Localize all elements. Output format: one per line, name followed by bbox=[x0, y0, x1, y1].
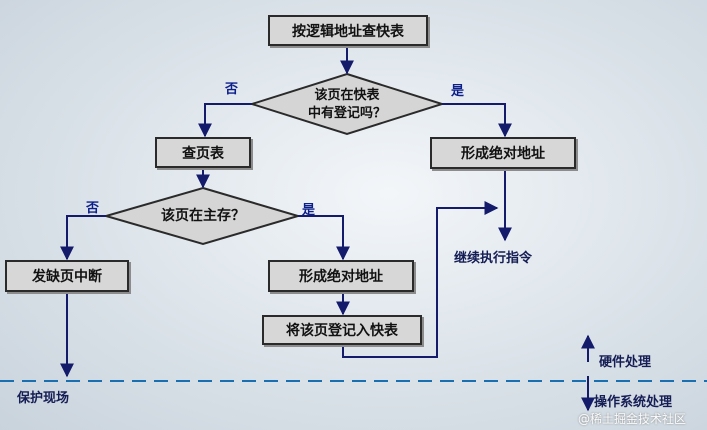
mem-no-label: 否 bbox=[86, 201, 100, 216]
watermark: @稀土掘金技术社区 bbox=[578, 412, 687, 426]
arrow-mem-no bbox=[60, 215, 106, 261]
decision-in-tlb-line2: 中有登记吗？ bbox=[307, 106, 386, 121]
mem-yes-label: 是 bbox=[302, 203, 316, 218]
decision-in-memory: 该页在主存？ bbox=[161, 208, 245, 224]
lookup-tlb-box: 按逻辑地址查快表 bbox=[268, 15, 428, 46]
os-processing-label: 操作系统处理 bbox=[594, 395, 673, 410]
tlb-yes-label: 是 bbox=[451, 84, 465, 99]
lookup-page-table-box: 查页表 bbox=[155, 137, 251, 168]
continue-execution-label: 继续执行指令 bbox=[454, 251, 533, 266]
tlb-no-label: 否 bbox=[225, 82, 239, 97]
arrow-mem-yes bbox=[298, 215, 350, 261]
form-absolute-address-box-mid: 形成绝对地址 bbox=[268, 260, 414, 292]
save-context-label: 保护现场 bbox=[17, 391, 70, 406]
decision-in-tlb: 该页在快表 中有登记吗？ bbox=[282, 86, 412, 124]
arrow-tlb-yes bbox=[442, 103, 512, 138]
register-in-tlb-box: 将该页登记入快表 bbox=[262, 315, 422, 345]
form-absolute-address-box-top: 形成绝对地址 bbox=[430, 137, 576, 169]
page-fault-box: 发缺页中断 bbox=[5, 260, 129, 292]
decision-in-memory-shape bbox=[102, 186, 302, 246]
decision-in-tlb-shape bbox=[248, 72, 446, 136]
arrow-register-loop bbox=[342, 201, 499, 358]
decision-in-tlb-line1: 该页在快表 bbox=[314, 88, 380, 103]
arrow-tlb-no bbox=[198, 103, 252, 138]
hardware-processing-label: 硬件处理 bbox=[599, 355, 652, 370]
